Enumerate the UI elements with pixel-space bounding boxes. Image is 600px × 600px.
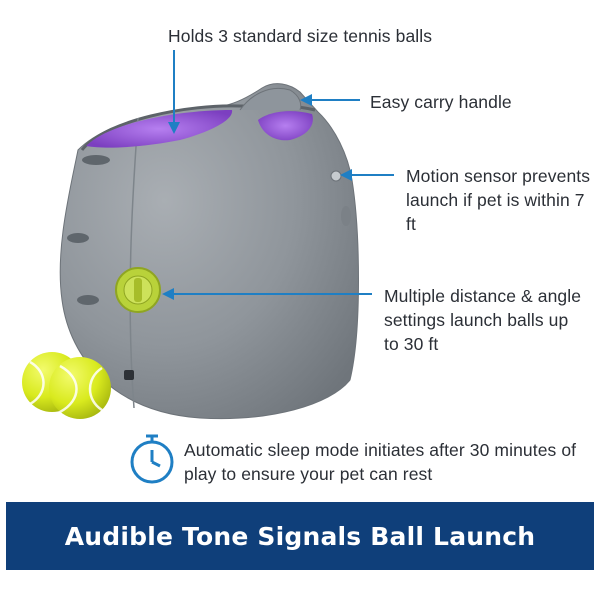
banner-text: Audible Tone Signals Ball Launch xyxy=(64,521,536,551)
ball-hopper xyxy=(86,88,313,148)
callout-ball-capacity: Holds 3 standard size tennis balls xyxy=(168,26,433,46)
feature-banner: Audible Tone Signals Ball Launch xyxy=(6,502,594,570)
stopwatch-icon xyxy=(130,434,174,484)
callout-distance-settings: Multiple distance & angle settings launc… xyxy=(384,286,582,354)
callout-sleep-mode: Automatic sleep mode initiates after 30 … xyxy=(184,440,577,484)
callout-arrows xyxy=(162,50,394,300)
callout-motion-sensor: Motion sensor prevents launch if pet is … xyxy=(406,166,591,234)
callout-carry-handle: Easy carry handle xyxy=(370,92,512,112)
distance-dial xyxy=(115,267,161,313)
tennis-balls xyxy=(22,352,111,419)
launcher-body xyxy=(59,83,359,420)
